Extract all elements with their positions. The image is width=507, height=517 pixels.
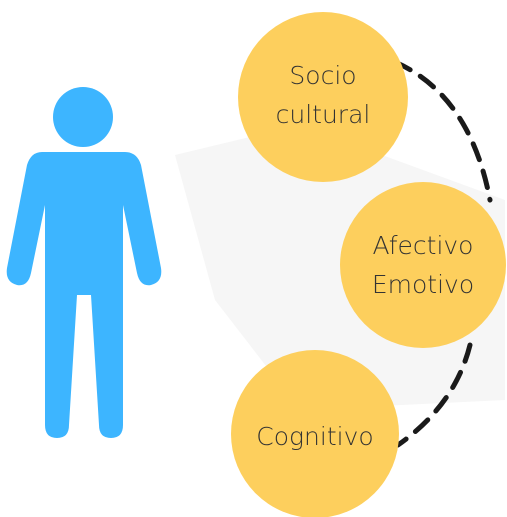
- node-label-line2: Emotivo: [372, 270, 474, 299]
- node-socio-cultural: Socio cultural: [238, 12, 408, 182]
- node-circle: [231, 350, 399, 517]
- node-label-line1: Cognitivo: [256, 422, 373, 451]
- node-circle: [340, 182, 506, 348]
- person-icon: [6, 87, 162, 438]
- node-label-line2: cultural: [276, 100, 371, 129]
- node-label-line1: Socio: [289, 61, 356, 90]
- node-circle: [238, 12, 408, 182]
- connector-socio-afectivo: [392, 59, 493, 203]
- node-cognitivo: Cognitivo: [231, 350, 399, 517]
- person-head: [53, 87, 113, 147]
- person-body: [6, 152, 162, 438]
- connector-afectivo-cognitivo: [395, 342, 473, 448]
- node-label-line1: Afectivo: [373, 231, 474, 260]
- node-afectivo-emotivo: Afectivo Emotivo: [340, 182, 506, 348]
